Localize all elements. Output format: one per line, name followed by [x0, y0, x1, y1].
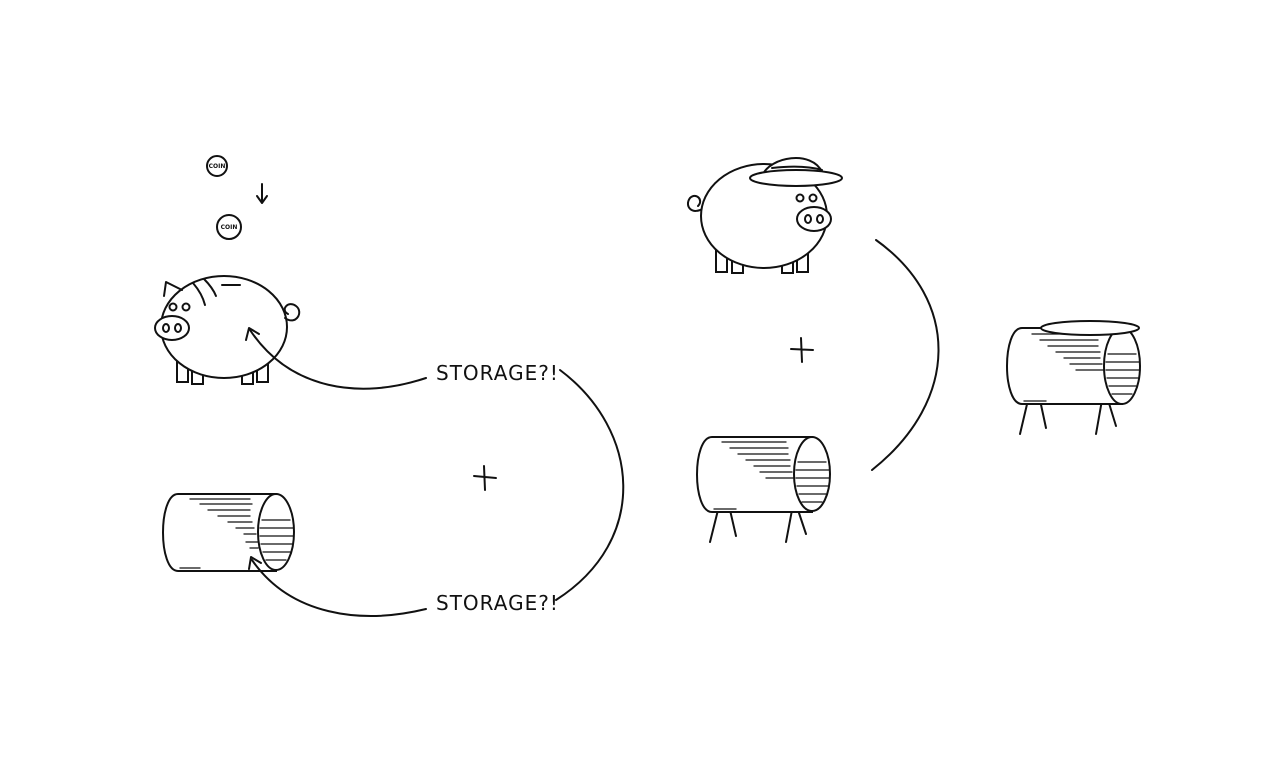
storage-label-top: STORAGE?! [436, 361, 559, 385]
coin-top-label: COIN [209, 163, 226, 170]
bracket-curve-left [555, 369, 625, 601]
piggy-bank-left [154, 275, 301, 385]
pipe-stool-result [1006, 320, 1141, 435]
storage-label-bottom: STORAGE?! [436, 591, 559, 615]
arrow-to-pipe [251, 559, 427, 617]
coin-bottom-label: COIN [221, 224, 238, 231]
plus-sign-middle [790, 337, 814, 363]
piggy-bank-with-hat [686, 157, 843, 274]
coin-top: COIN [206, 155, 228, 177]
pipe-with-legs [696, 436, 831, 543]
bracket-curve-middle [871, 239, 940, 471]
pipe-left [162, 493, 295, 572]
plus-sign-left [473, 465, 497, 491]
arrow-to-piggy [249, 329, 427, 390]
down-arrow-icon [256, 183, 268, 204]
coin-bottom: COIN [216, 214, 242, 240]
